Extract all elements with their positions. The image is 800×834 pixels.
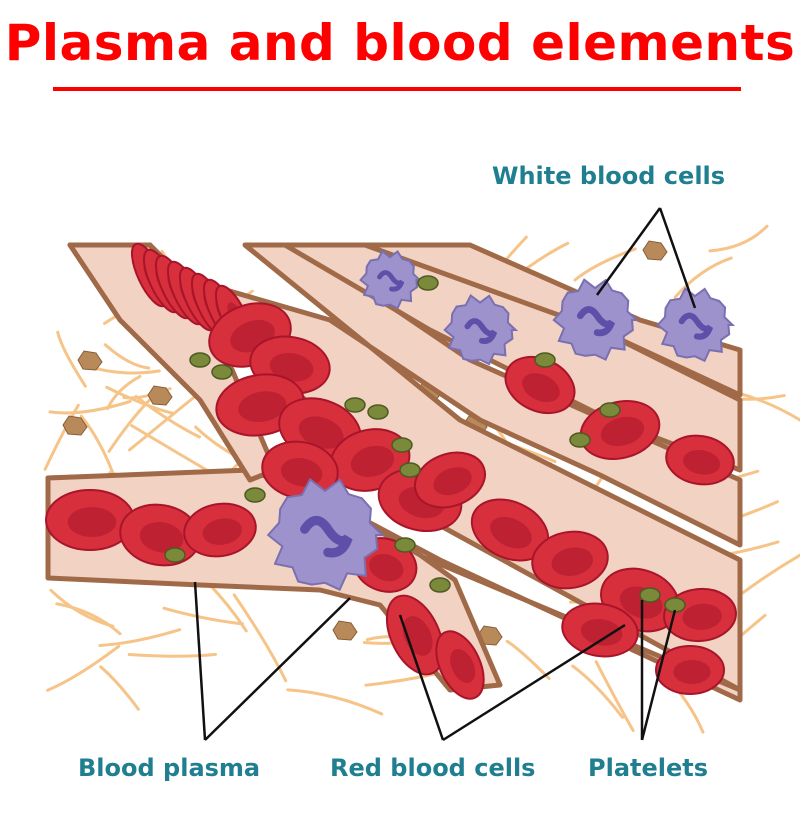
red-blood-cell [655,645,725,695]
red-blood-cell [561,602,639,658]
platelet [417,275,439,291]
white-blood-cell [656,287,736,363]
title-underline [53,87,741,91]
tissue-fiber [673,256,733,299]
tissue-fragment [332,620,358,641]
tissue-fiber [106,374,142,411]
leader-line [658,207,697,309]
platelet [399,462,421,478]
tissue-fiber [134,394,201,439]
red-blood-cell [414,451,486,509]
white-blood-cell [552,278,640,361]
label-leader-lines [193,207,697,742]
red-blood-cell [183,502,257,558]
red-blood-cell [435,630,485,700]
tissue-fragment [642,240,668,261]
platelet [534,352,556,368]
tissue-fiber [571,664,624,719]
leader-line [640,609,677,741]
platelet [639,587,661,603]
platelet [344,397,366,413]
tissue-fragment [77,350,103,371]
red-blood-cell [665,434,735,486]
tissue-fiber [103,343,151,370]
label-platelets: Platelets [588,754,709,782]
tissue-fragment [62,415,88,436]
tissue-fiber [43,403,80,471]
platelet [211,364,233,380]
red-blood-cell [470,498,550,562]
platelet [599,402,621,418]
leader-line [442,623,626,742]
red-blood-cell-group [45,242,737,700]
platelet [164,547,186,563]
tissue-fiber [286,688,384,716]
tissue-fiber [127,652,218,658]
tissue-fiber [56,330,87,388]
tissue-fiber [99,665,140,711]
platelet [429,577,451,593]
platelet [394,537,416,553]
white-blood-cell-group [266,249,736,592]
diagram-title: Plasma and blood elements [4,14,796,72]
label-blood-plasma: Blood plasma [78,754,261,782]
platelet [391,437,413,453]
tissue-fiber [98,628,182,647]
leader-line [398,614,445,741]
label-white-blood-cells: White blood cells [492,162,726,190]
platelet-group [164,275,686,613]
label-red-blood-cells: Red blood cells [330,754,536,782]
platelet [367,404,389,420]
tissue-fiber [162,606,245,626]
tissue-fiber [48,399,132,415]
tissue-fiber [594,660,635,732]
white-blood-cell [266,477,386,592]
tissue-fiber [708,224,769,253]
tissue-fiber [55,602,122,636]
leader-line [595,207,662,296]
leader-line [204,597,351,741]
red-blood-cell [531,530,609,590]
tissue-fragment [147,385,173,406]
tissue-fiber [46,644,121,692]
tissue-fiber [232,593,288,683]
tissue-fiber [505,639,551,681]
platelet [244,487,266,503]
platelet [664,597,686,613]
leader-line [193,581,207,741]
platelet [189,352,211,368]
white-blood-cell [443,293,519,366]
white-blood-cell [359,249,423,310]
red-blood-cell [579,400,661,460]
red-blood-cell [45,489,135,551]
platelet [569,432,591,448]
